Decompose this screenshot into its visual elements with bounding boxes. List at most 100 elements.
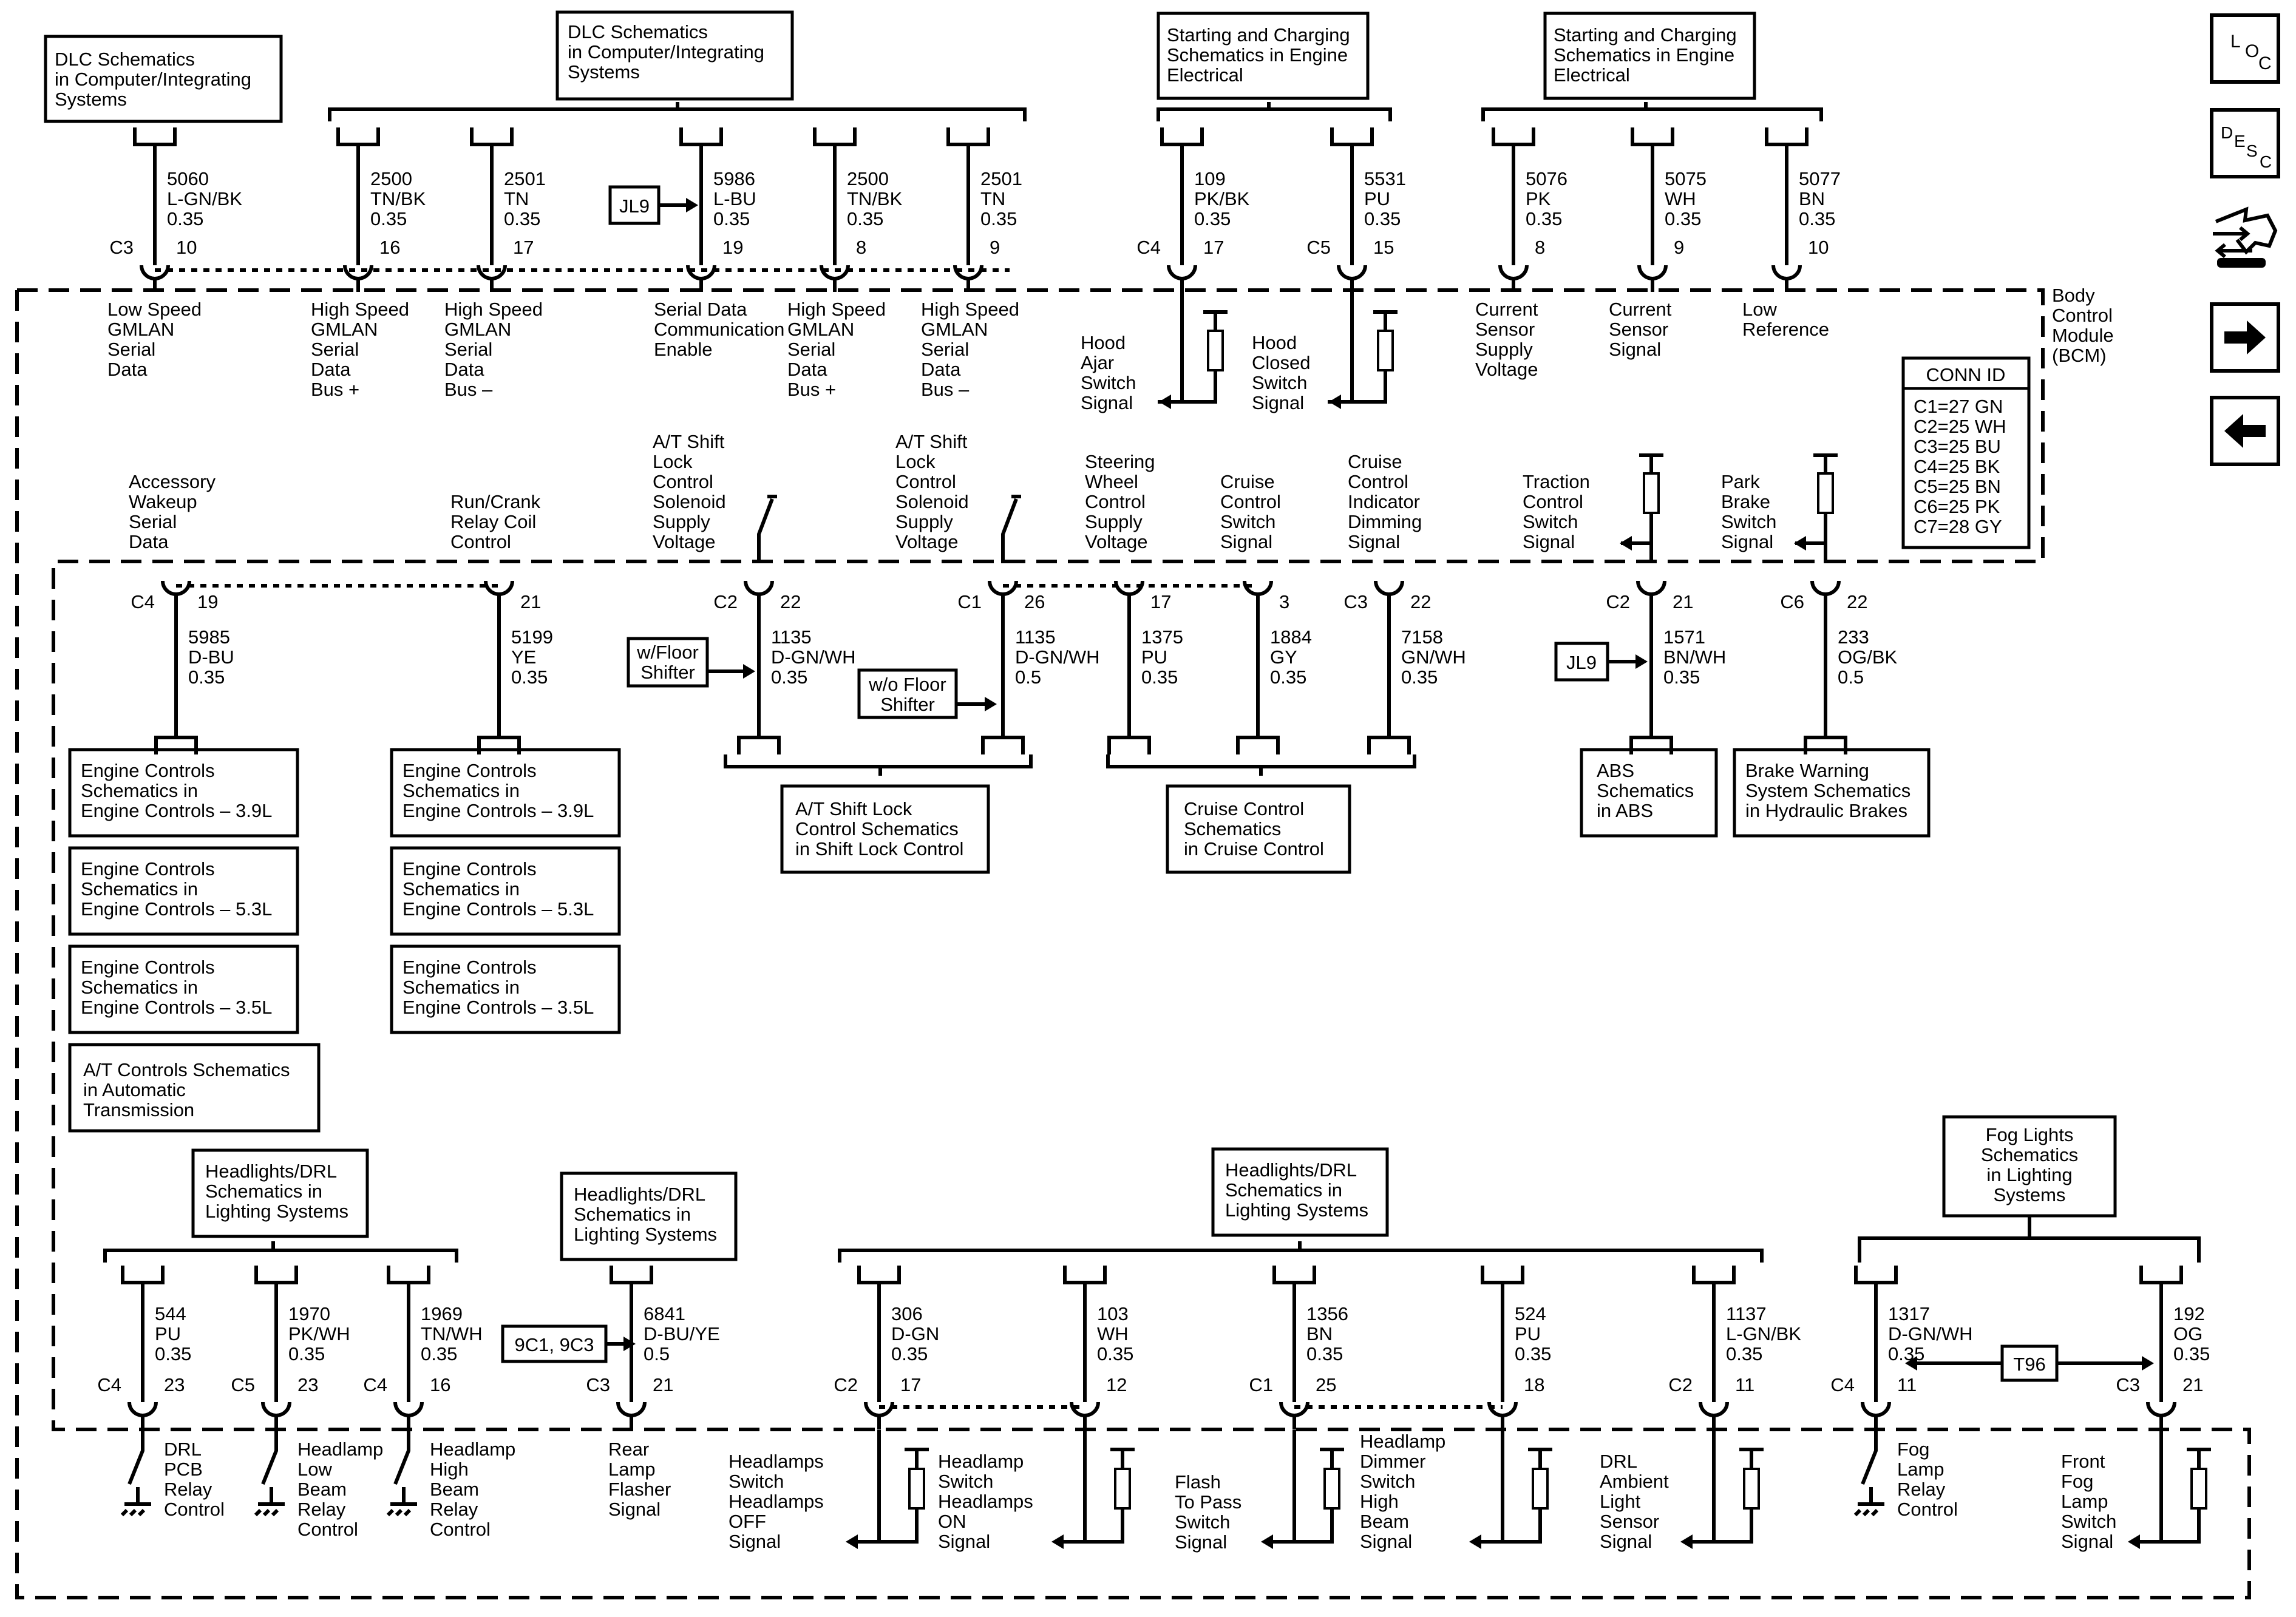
- ref-box-starting-right[interactable]: [1543, 12, 1756, 100]
- diagnostic-tools-button[interactable]: [2210, 203, 2280, 274]
- signal-label: Cruise: [1220, 471, 1275, 492]
- wire-gauge: 0.35: [511, 666, 548, 688]
- signal-label: Solenoid: [895, 491, 969, 512]
- previous-page-button[interactable]: [2210, 396, 2280, 466]
- wire-gauge: 0.35: [713, 208, 750, 229]
- signal-arrow: [1469, 1534, 1481, 1549]
- wire-gauge: 0.35: [1401, 666, 1438, 688]
- ref-text: Engine Controls – 3.5L: [81, 997, 272, 1018]
- ref-text: Schematics: [1981, 1144, 2078, 1165]
- harness-connector: [1804, 734, 1847, 754]
- pin-number: 26: [1024, 591, 1045, 612]
- ref-box-engine-35-b[interactable]: [390, 944, 621, 1034]
- ref-box-engine-39-a[interactable]: [68, 748, 299, 838]
- connector-id: C2: [834, 1374, 858, 1395]
- connector-id: C3: [1343, 591, 1368, 612]
- ref-box-engine-53-b[interactable]: [390, 846, 621, 936]
- signal-label: Supply: [653, 511, 710, 532]
- connector-id: C2: [1668, 1374, 1693, 1395]
- ref-box-fog-lights[interactable]: [1942, 1115, 2117, 1218]
- wire-gauge: 0.35: [1799, 208, 1835, 229]
- ref-box-engine-53-a[interactable]: [68, 846, 299, 936]
- circuit-number: 2501: [504, 168, 546, 189]
- option-text: Shifter: [640, 662, 695, 683]
- ref-box-headlights-b[interactable]: [560, 1171, 738, 1261]
- ref-text: Engine Controls: [402, 957, 537, 978]
- pin-number: 11: [1897, 1374, 1917, 1395]
- signal-label: Signal: [1600, 1531, 1652, 1552]
- ref-box-headlights-c[interactable]: [1211, 1147, 1389, 1237]
- nav-letter: C: [2258, 53, 2272, 73]
- signal-label: Signal: [1081, 392, 1133, 413]
- ref-text: System Schematics: [1745, 780, 1911, 801]
- pullup-wire: [1813, 453, 1838, 543]
- ref-box-brake-warning[interactable]: [1733, 748, 1931, 838]
- harness-connector: [1330, 127, 1374, 155]
- ref-text: DLC Schematics: [568, 21, 708, 42]
- connector-id: C4: [131, 591, 155, 612]
- circuit-number: 5075: [1665, 168, 1707, 189]
- circuit-number: 1135: [771, 626, 812, 648]
- ref-text: Control Schematics: [795, 818, 959, 839]
- ref-text: Schematics in: [1225, 1179, 1342, 1201]
- ref-box-headlights-a[interactable]: [191, 1148, 369, 1238]
- description-button[interactable]: D E S C: [2210, 108, 2280, 178]
- signal-label: Current: [1609, 299, 1672, 320]
- diagnostic-tools-icon: [2213, 206, 2278, 268]
- pullup-resistor: [1817, 472, 1834, 514]
- signal-label: Control: [297, 1519, 358, 1540]
- ref-box-at-controls[interactable]: [68, 1043, 321, 1133]
- pin-number: 16: [379, 237, 400, 258]
- pin-number: 18: [1524, 1374, 1544, 1395]
- signal-label: Headlamp: [938, 1451, 1024, 1472]
- ref-box-abs[interactable]: [1580, 748, 1718, 838]
- signal-label: Serial Data: [654, 299, 747, 320]
- signal-label: High: [430, 1459, 469, 1480]
- signal-label: Signal: [938, 1531, 990, 1552]
- signal-label: Brake: [1721, 491, 1770, 512]
- ref-text: Headlights/DRL: [1225, 1159, 1357, 1181]
- signal-label: Signal: [729, 1531, 781, 1552]
- ref-box-cruise[interactable]: [1166, 784, 1351, 874]
- connector-pin: [616, 1402, 647, 1417]
- harness-connector: [1692, 1266, 1736, 1293]
- harness-brackets: [103, 102, 2201, 1263]
- nav-letter: O: [2245, 41, 2259, 61]
- harness-connector: [254, 1266, 298, 1293]
- signal-label: Control: [895, 471, 956, 492]
- signal-label: Lamp: [2061, 1491, 2108, 1512]
- next-page-button[interactable]: [2210, 302, 2280, 373]
- ref-box-engine-39-b[interactable]: [390, 748, 621, 838]
- connector-pin: [261, 1402, 291, 1417]
- circuit-number: 1970: [288, 1303, 330, 1324]
- circuit-number: 1137: [1726, 1303, 1767, 1324]
- signal-label: Ambient: [1600, 1471, 1669, 1492]
- signal-label: Flasher: [608, 1479, 671, 1500]
- connector-pin: [1167, 265, 1197, 280]
- circuit-number: 109: [1194, 168, 1226, 189]
- circuit-number: 6841: [644, 1303, 685, 1324]
- wire-gauge: 0.35: [288, 1343, 325, 1364]
- conn-id-row: C6=25 PK: [1914, 496, 2000, 517]
- signal-label: Signal: [1348, 531, 1400, 552]
- ref-box-shift-lock[interactable]: [780, 784, 990, 874]
- signal-label: Headlamps: [938, 1491, 1033, 1512]
- circuit-number: 5060: [167, 168, 209, 189]
- connector-pin: [477, 265, 507, 280]
- harness-connector: [1367, 734, 1411, 754]
- pullup-resistor: [1377, 330, 1394, 371]
- signal-label: Bus –: [921, 379, 970, 400]
- wire-gauge: 0.35: [1270, 666, 1306, 688]
- ref-text: Engine Controls – 3.5L: [402, 997, 594, 1018]
- option-9c1-9c3: [501, 1324, 608, 1363]
- signal-label: Control: [1523, 491, 1583, 512]
- signal-label: Lock: [895, 451, 936, 472]
- ref-text: in Lighting: [1986, 1164, 2072, 1185]
- ref-box-starting-left[interactable]: [1156, 12, 1370, 100]
- wire-gauge: 0.35: [504, 208, 540, 229]
- ref-box-dlc-left[interactable]: [44, 35, 283, 123]
- ref-box-dlc-right[interactable]: [555, 10, 794, 101]
- ref-box-engine-35-a[interactable]: [68, 944, 299, 1034]
- wire-color: TN/WH: [421, 1323, 483, 1344]
- component-locator-button[interactable]: L O C: [2210, 13, 2280, 84]
